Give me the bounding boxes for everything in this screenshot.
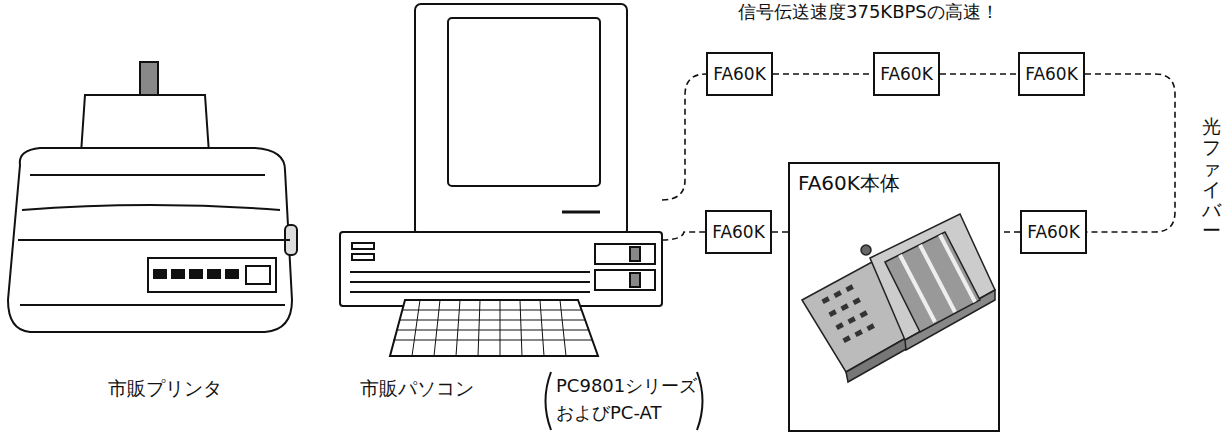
fiber-link xyxy=(1085,74,1175,232)
fiber-link xyxy=(940,74,1018,75)
unit-box: FA60K xyxy=(1018,52,1085,96)
bracket xyxy=(697,372,703,430)
fiber-label: 光ファイバー xyxy=(1202,116,1221,241)
fiber-wire xyxy=(662,232,705,240)
speed-note: 信号伝送速度375KBPSの高速！ xyxy=(738,0,999,24)
unit-name: FA60K xyxy=(1025,64,1078,84)
printer-illustration xyxy=(8,62,297,332)
unit-box: FA60K xyxy=(706,52,773,96)
unit-box: FA60K xyxy=(1020,210,1087,254)
pc-models: PC9801シリーズ およびPC-AT xyxy=(556,372,698,426)
unit-name: FA60K xyxy=(713,64,766,84)
unit-name: FA60K xyxy=(880,64,933,84)
pc-label: 市販パソコン xyxy=(360,376,474,402)
printer-label: 市販プリンタ xyxy=(108,376,222,402)
unit-box: FA60K xyxy=(873,52,940,96)
main-unit-box: FA60K本体 xyxy=(788,162,1000,432)
fiber-link xyxy=(772,232,788,233)
unit-box: FA60K xyxy=(705,210,772,254)
unit-name: FA60K xyxy=(1027,222,1080,242)
fiber-link xyxy=(773,74,873,75)
fa60k-unit-picture xyxy=(802,214,995,382)
unit-name: FA60K xyxy=(712,222,765,242)
unit-name: FA60K本体 xyxy=(798,170,900,197)
fiber-link xyxy=(1000,232,1020,233)
fiber-wire xyxy=(662,74,706,200)
computer-illustration xyxy=(340,4,662,356)
bracket xyxy=(546,372,552,430)
